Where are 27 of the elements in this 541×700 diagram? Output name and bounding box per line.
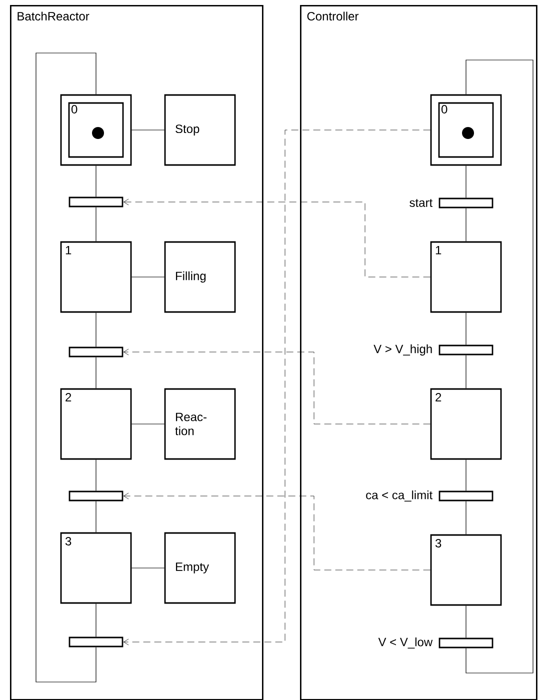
signal-arrow	[123, 492, 430, 570]
step-box: 2	[60, 388, 132, 460]
transition-condition: V < V_low	[378, 637, 433, 649]
transition-bar	[68, 636, 124, 648]
connector-line	[36, 52, 96, 682]
transition-bar	[68, 490, 124, 502]
step-box: 3	[60, 532, 132, 604]
action-box: Reac- tion	[164, 388, 236, 460]
transition-condition: V > V_high	[374, 344, 432, 356]
initial-step-box: 0	[430, 94, 502, 166]
step-box: 2	[430, 388, 502, 460]
signal-arrow	[123, 130, 430, 646]
action-box: Filling	[164, 241, 236, 313]
step-box: 1	[430, 241, 502, 313]
action-box: Stop	[164, 94, 236, 166]
transition-condition: ca < ca_limit	[366, 490, 432, 502]
transition-condition: start	[410, 199, 433, 207]
connector-line	[466, 60, 534, 674]
initial-step-box: 0	[60, 94, 132, 166]
step-box: 3	[430, 534, 502, 606]
connector-line	[131, 276, 165, 278]
transition-bar	[68, 196, 124, 208]
action-box: Empty	[164, 532, 236, 604]
transition-bar	[68, 346, 124, 358]
step-box: 1	[60, 241, 132, 313]
signal-arrow	[123, 198, 430, 278]
signal-arrow	[123, 348, 430, 424]
